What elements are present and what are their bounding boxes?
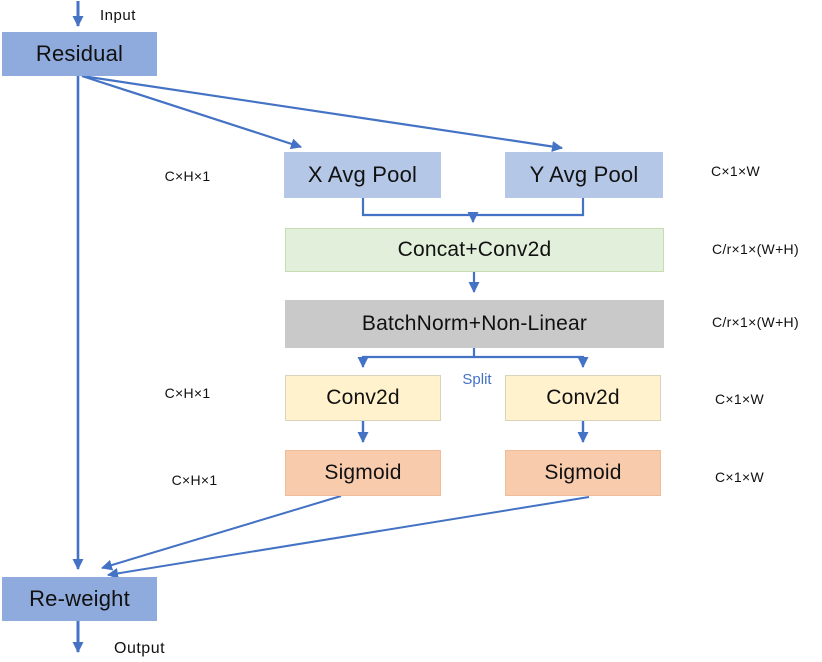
output-label: Output — [114, 640, 166, 657]
dim-label-conv-left: C×H×1 — [164, 385, 211, 401]
dim-label-sigmoid-left: C×H×1 — [171, 472, 218, 488]
node-sigmoid-right: Sigmoid — [505, 450, 661, 496]
node-conv2d-right: Conv2d — [505, 375, 661, 421]
node-conv2d-left: Conv2d — [285, 375, 441, 421]
node-x-avg-pool: X Avg Pool — [284, 152, 441, 198]
node-concat-conv2d: Concat+Conv2d — [285, 228, 664, 272]
dim-label-batchnorm: C/r×1×(W+H) — [712, 314, 799, 330]
node-y-avg-pool: Y Avg Pool — [505, 152, 663, 198]
dim-label-conv-right: C×1×W — [715, 391, 764, 407]
node-reweight: Re-weight — [2, 577, 157, 621]
arrow-split-to-conv-right — [474, 355, 589, 368]
input-label: Input — [100, 7, 136, 24]
arrow-residual-to-xpool — [81, 74, 302, 150]
node-sigmoid-left: Sigmoid — [285, 450, 441, 496]
dim-label-pool-left: C×H×1 — [164, 168, 211, 184]
arrow-sigmoid-right-to-reweight — [107, 496, 590, 579]
connector-pool-merge — [361, 198, 585, 217]
node-batchnorm-nonlinear: BatchNorm+Non-Linear — [285, 300, 664, 348]
node-residual: Residual — [2, 32, 157, 76]
arrow-split-to-conv-left — [357, 348, 476, 368]
dim-label-sigmoid-right: C×1×W — [715, 469, 764, 485]
dim-label-concat: C/r×1×(W+H) — [712, 241, 799, 257]
split-label: Split — [462, 371, 492, 388]
arrow-sigmoid-left-to-reweight — [101, 495, 342, 571]
arrow-residual-to-ypool — [81, 74, 563, 152]
dim-label-pool-right: C×1×W — [711, 163, 760, 179]
